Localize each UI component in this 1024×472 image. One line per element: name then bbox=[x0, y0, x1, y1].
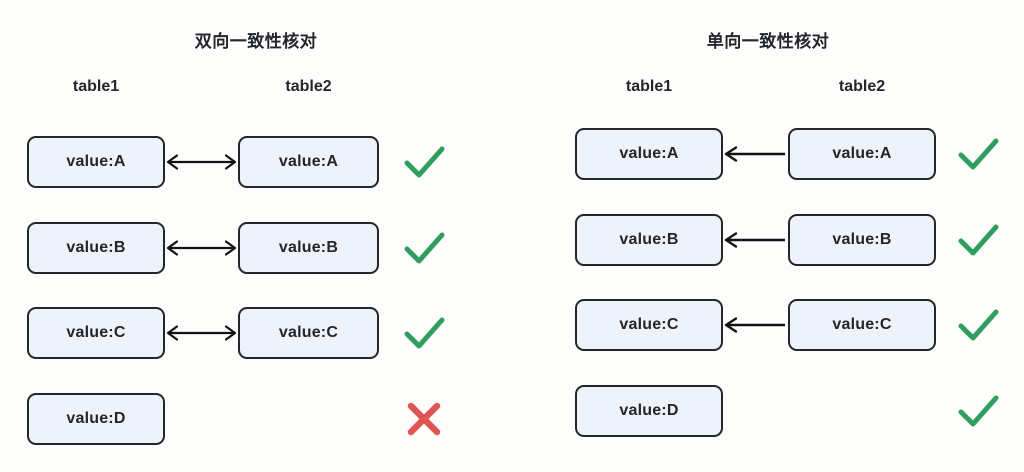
value-node-table2[interactable]: value:C bbox=[788, 299, 936, 351]
left-arrow-icon bbox=[724, 214, 787, 266]
left-arrow-icon bbox=[724, 299, 787, 351]
value-node-table1[interactable]: value:C bbox=[27, 307, 165, 359]
table-row: value:B value:B bbox=[0, 222, 512, 274]
check-icon bbox=[398, 222, 450, 274]
value-node-table1[interactable]: value:A bbox=[27, 136, 165, 188]
value-node-table1[interactable]: value:A bbox=[575, 128, 723, 180]
check-icon bbox=[398, 136, 450, 188]
panel-title-unidirectional: 单向一致性核对 bbox=[706, 32, 830, 51]
table-row: value:A value:A bbox=[0, 136, 512, 188]
value-node-table2[interactable]: value:B bbox=[238, 222, 379, 274]
check-icon bbox=[952, 299, 1004, 351]
table-row: value:C value:C bbox=[0, 307, 512, 359]
value-node-table1[interactable]: value:D bbox=[27, 393, 165, 445]
value-node-table2[interactable]: value:B bbox=[788, 214, 936, 266]
double-arrow-icon bbox=[166, 222, 237, 274]
check-icon bbox=[952, 214, 1004, 266]
table-row: value:C value:C bbox=[512, 299, 1024, 351]
column-header-table1: table1 bbox=[72, 78, 120, 95]
value-node-table2[interactable]: value:A bbox=[238, 136, 379, 188]
left-arrow-icon bbox=[724, 128, 787, 180]
table-row: value:D bbox=[0, 393, 512, 445]
table-row: value:B value:B bbox=[512, 214, 1024, 266]
value-node-table1[interactable]: value:C bbox=[575, 299, 723, 351]
cross-icon bbox=[398, 393, 450, 445]
double-arrow-icon bbox=[166, 136, 237, 188]
column-header-table1: table1 bbox=[625, 78, 673, 95]
value-node-table2[interactable]: value:C bbox=[238, 307, 379, 359]
column-header-table2: table2 bbox=[838, 78, 886, 95]
double-arrow-icon bbox=[166, 307, 237, 359]
value-node-table1[interactable]: value:B bbox=[27, 222, 165, 274]
column-header-table2: table2 bbox=[285, 78, 332, 95]
value-node-table1[interactable]: value:D bbox=[575, 385, 723, 437]
check-icon bbox=[398, 307, 450, 359]
panel-title-bidirectional: 双向一致性核对 bbox=[194, 32, 318, 51]
table-row: value:A value:A bbox=[512, 128, 1024, 180]
check-icon bbox=[952, 128, 1004, 180]
check-icon bbox=[952, 385, 1004, 437]
value-node-table2[interactable]: value:A bbox=[788, 128, 936, 180]
value-node-table1[interactable]: value:B bbox=[575, 214, 723, 266]
table-row: value:D bbox=[512, 385, 1024, 437]
